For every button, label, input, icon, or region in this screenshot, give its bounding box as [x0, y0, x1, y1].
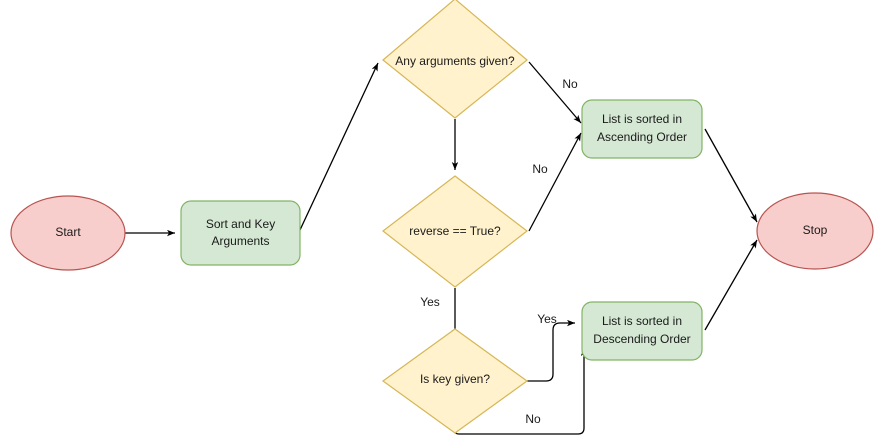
node-list-sorted-ascending[interactable]: List is sorted in Ascending Order — [581, 99, 703, 159]
reverse-label: reverse == True? — [409, 224, 501, 238]
node-start[interactable]: Start — [10, 195, 126, 271]
node-sort-and-key-arguments[interactable]: Sort and Key Arguments — [180, 200, 301, 266]
edge-line — [704, 239, 758, 331]
edge-iskey-to-descending-yes: Yes — [527, 312, 575, 382]
anyargs-label: Any arguments given? — [395, 54, 515, 68]
start-ellipse-shape[interactable] — [10, 195, 126, 271]
start-label: Start — [55, 225, 81, 239]
edge-label-no-iskey: No — [525, 412, 541, 426]
node-any-arguments-given[interactable]: Any arguments given? — [382, 0, 528, 119]
edge-label-yes-iskey: Yes — [537, 312, 557, 326]
node-reverse-equals-true[interactable]: reverse == True? — [382, 175, 528, 288]
edge-descending-to-stop — [704, 239, 758, 331]
descending-label-line2: Descending Order — [593, 332, 690, 346]
sortkey-label-line2: Arguments — [211, 234, 269, 248]
node-is-key-given[interactable]: Is key given? — [381, 328, 529, 434]
stop-label: Stop — [803, 223, 828, 237]
node-list-sorted-descending[interactable]: List is sorted in Descending Order — [581, 301, 703, 361]
node-stop[interactable]: Stop — [756, 192, 874, 270]
iskey-diamond-shape[interactable] — [381, 328, 529, 434]
reverse-diamond-shape[interactable] — [382, 175, 528, 288]
edge-anyargs-to-ascending: No — [528, 61, 582, 124]
edge-line — [528, 132, 582, 232]
descending-rect-shape[interactable] — [581, 301, 703, 361]
iskey-label: Is key given? — [420, 372, 490, 386]
edge-label-no-reverse: No — [532, 162, 548, 176]
edge-line — [299, 62, 379, 231]
ascending-label-line2: Ascending Order — [597, 130, 687, 144]
descending-label-line1: List is sorted in — [602, 314, 682, 328]
edge-ascending-to-stop — [704, 128, 758, 223]
anyargs-diamond-shape[interactable] — [382, 0, 528, 119]
stop-ellipse-shape[interactable] — [756, 192, 874, 270]
edge-label-yes-reverse: Yes — [420, 295, 440, 309]
edge-reverse-to-ascending: No — [528, 132, 582, 232]
ascending-rect-shape[interactable] — [581, 99, 703, 159]
edge-line — [527, 319, 575, 382]
sortkey-rect-shape[interactable] — [180, 200, 301, 266]
sortkey-label-line1: Sort and Key — [206, 217, 275, 231]
edge-reverse-to-iskey: Yes — [420, 288, 459, 338]
ascending-label-line1: List is sorted in — [602, 112, 682, 126]
edge-line — [704, 128, 758, 223]
edge-sortkey-to-anyargs — [299, 62, 379, 231]
edge-label-no-anyargs: No — [562, 77, 578, 91]
edge-line — [528, 61, 582, 124]
